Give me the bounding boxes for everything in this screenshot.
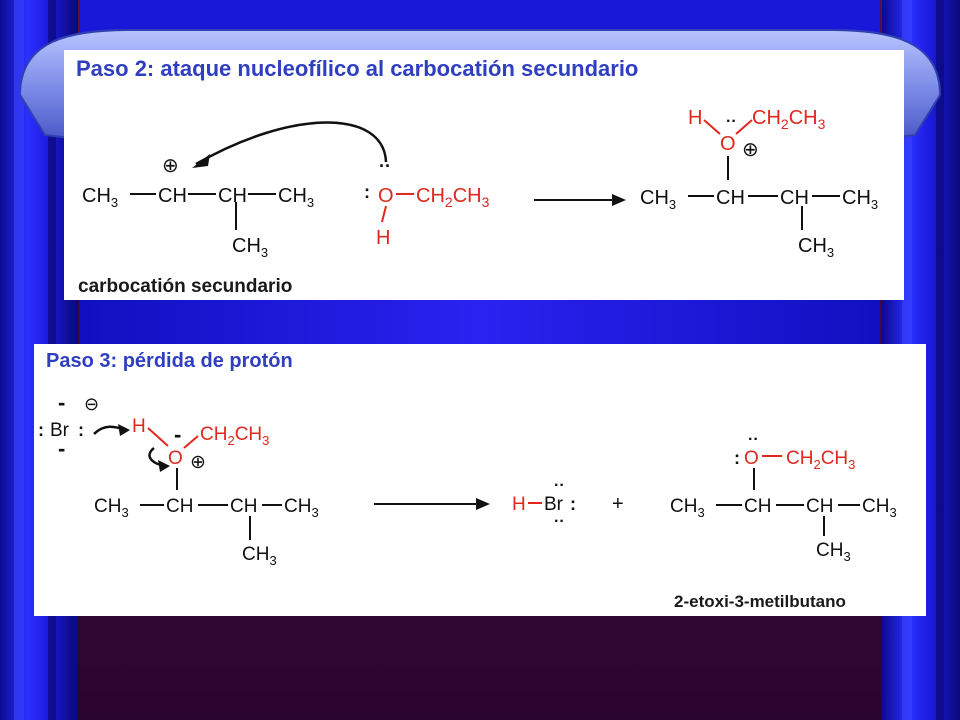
step3-ether-lone-pair-top: ·· bbox=[748, 431, 759, 448]
step3-oxonium-charge: ⊕ bbox=[190, 452, 206, 473]
nucleophilic-attack-arrow bbox=[195, 121, 388, 166]
step3-ether-oxygen: O bbox=[744, 448, 759, 469]
step3-oxonium-ch-center: CH bbox=[166, 496, 193, 517]
step2-diagram: CH3 CH CH CH3 CH3 ⊕ ·· : O CH2CH3 bbox=[82, 107, 878, 260]
step3-ether-ch3-right: CH3 bbox=[862, 496, 897, 520]
step3-oxonium-ch3-branch: CH3 bbox=[242, 544, 277, 568]
step3-oxonium-ch3-right: CH3 bbox=[284, 496, 319, 520]
step2-caption: carbocatión secundario bbox=[78, 276, 293, 297]
step2-ethanol-ethyl: CH2CH3 bbox=[416, 185, 490, 210]
step3-ether-ch-right: CH bbox=[806, 496, 833, 517]
step3-ether-ch3-branch: CH3 bbox=[816, 540, 851, 564]
step2-ethanol-lone-pair-left: : bbox=[364, 182, 370, 202]
step3-ether-lone-pair-left: : bbox=[734, 448, 740, 468]
step3-bromide-charge: ⊖ bbox=[84, 394, 99, 414]
step3-oxonium-ethyl: CH2CH3 bbox=[200, 424, 269, 448]
step2-product-lone-pair: ·· bbox=[726, 113, 737, 130]
step3-oxonium-ch3-left: CH3 bbox=[94, 496, 129, 520]
step2-product-ethyl: CH2CH3 bbox=[752, 107, 826, 132]
step3-bromide-lone-pair-top: - bbox=[58, 390, 65, 415]
bond bbox=[183, 435, 199, 449]
step2-carbocation-charge: ⊕ bbox=[162, 155, 179, 177]
step3-hbr-lone-pair-right: : bbox=[570, 494, 576, 514]
step2-ethanol-hydrogen: H bbox=[376, 227, 390, 249]
step2-ethanol-lone-pair-top: ·· bbox=[379, 156, 391, 176]
step2-ethanol-oxygen: O bbox=[378, 185, 394, 207]
step3-bromide-lone-pair-left: : bbox=[38, 420, 44, 440]
step3-hbr-hydrogen: H bbox=[512, 494, 526, 515]
step3-diagram: - ⊖ : Br : - H - O CH2CH3 ⊕ bbox=[38, 390, 897, 568]
step3-oxonium-oxygen: O bbox=[168, 448, 183, 469]
step2-carbocation-ch-center: CH bbox=[158, 185, 187, 207]
step2-product-hydrogen: H bbox=[688, 107, 702, 129]
step3-oxonium-lone-pair: - bbox=[174, 422, 181, 447]
step2-product-ch-center: CH bbox=[716, 187, 745, 209]
step3-oxonium-ch-right: CH bbox=[230, 496, 257, 517]
step2-product-charge: ⊕ bbox=[742, 139, 759, 161]
step2-product-ch3-left: CH3 bbox=[640, 187, 676, 212]
step3-hbr-bromine: Br bbox=[544, 494, 564, 515]
bond bbox=[147, 427, 169, 447]
step3-hbr-lone-pair-top: ·· bbox=[554, 477, 565, 494]
step3-panel: Paso 3: pérdida de protón 2-etoxi-3-meti… bbox=[34, 344, 926, 616]
bond bbox=[381, 205, 387, 223]
step2-carbocation-ch3-left: CH3 bbox=[82, 185, 118, 210]
step2-product-ch3-right: CH3 bbox=[842, 187, 878, 212]
step3-caption: 2-etoxi-3-metilbutano bbox=[674, 592, 846, 611]
bond bbox=[703, 119, 721, 135]
step2-carbocation-ch-right: CH bbox=[218, 185, 247, 207]
step2-carbocation-ch3-branch: CH3 bbox=[232, 235, 268, 260]
step2-panel: Paso 2: ataque nucleofílico al carbocati… bbox=[64, 50, 904, 300]
step3-bromide-lone-pair-bottom: - bbox=[58, 436, 65, 461]
step3-plus: + bbox=[612, 493, 624, 515]
step2-title: Paso 2: ataque nucleofílico al carbocati… bbox=[76, 56, 639, 81]
step3-ether-ch-center: CH bbox=[744, 496, 771, 517]
step3-hbr-lone-pair-bottom: ·· bbox=[554, 513, 565, 530]
step3-bromide-symbol: Br bbox=[50, 420, 70, 441]
step2-product-ch3-branch: CH3 bbox=[798, 235, 834, 260]
step3-title: Paso 3: pérdida de protón bbox=[46, 350, 293, 372]
step2-carbocation-ch3-right: CH3 bbox=[278, 185, 314, 210]
step2-product-ch-right: CH bbox=[780, 187, 809, 209]
step3-ether-ethyl: CH2CH3 bbox=[786, 448, 855, 472]
bond bbox=[735, 119, 753, 135]
step3-ether-ch3-left: CH3 bbox=[670, 496, 705, 520]
step3-bromide-lone-pair-right: : bbox=[78, 420, 84, 440]
step2-product-oxygen: O bbox=[720, 133, 736, 155]
step3-oxonium-hydrogen: H bbox=[132, 416, 146, 437]
